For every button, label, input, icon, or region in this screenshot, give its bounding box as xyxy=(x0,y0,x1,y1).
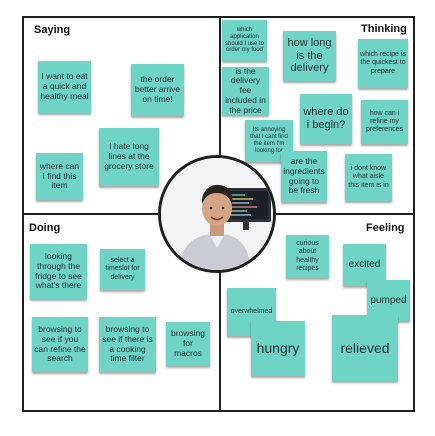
sticky-note: which recipe is the quickest to prepare xyxy=(358,39,408,88)
sticky-note: I hate long lines at the grocery store xyxy=(99,128,159,186)
saying-title: Saying xyxy=(34,24,71,36)
thinking-title: Thinking xyxy=(361,23,407,35)
persona-avatar xyxy=(158,155,276,273)
sticky-note: which application should I use to order … xyxy=(222,20,267,61)
sticky-note: the order better arrive on time! xyxy=(131,64,184,116)
sticky-note: relieved xyxy=(332,315,398,381)
sticky-note: pumped xyxy=(367,280,410,321)
sticky-note: how long is the delivery xyxy=(283,31,336,81)
sticky-note: excited xyxy=(343,244,386,286)
sticky-note: browsing for macros xyxy=(166,322,210,366)
sticky-note: where can I find this item xyxy=(36,153,83,200)
sticky-note: looking through the fridge to see what's… xyxy=(30,244,87,299)
sticky-note: I want to eat a quick and healthy meal xyxy=(38,61,91,113)
sticky-note: select a timeslot for delivery xyxy=(100,249,145,290)
feeling-title: Feeling xyxy=(366,222,405,234)
sticky-note: hungry xyxy=(251,321,305,376)
sticky-note: i dont know what aisle this item is in xyxy=(345,154,392,201)
sticky-note: curious about healthy recipes xyxy=(286,235,329,278)
sticky-note: how can i refine my preferences xyxy=(361,100,408,144)
user-avatar-icon xyxy=(161,158,273,270)
doing-title: Doing xyxy=(29,222,61,234)
sticky-note: browsing to see if you can refine the se… xyxy=(32,317,88,372)
sticky-note: browsing to see if there is a cooking ti… xyxy=(99,317,156,372)
sticky-note: is the delivery fee included in the pric… xyxy=(222,66,269,115)
sticky-note: are the ingredients going to be fresh xyxy=(281,151,327,202)
sticky-note: where do i begin? xyxy=(300,94,352,144)
